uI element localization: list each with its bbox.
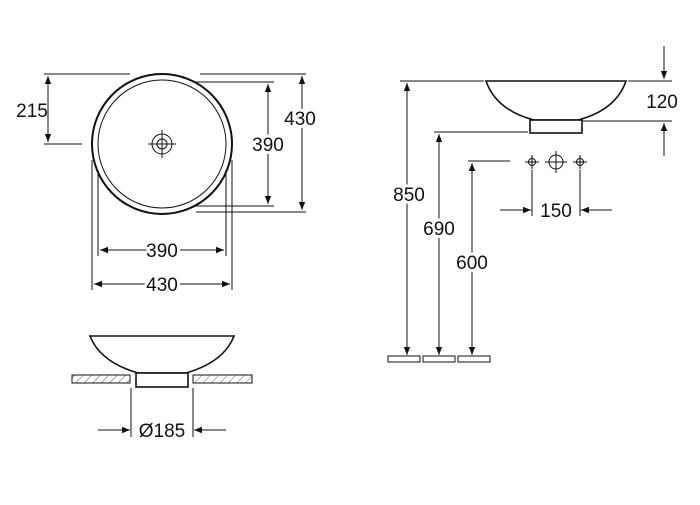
dim-label-120: 120: [646, 92, 678, 113]
floor-block-1: [387, 355, 421, 363]
tap-connection-symbols: [468, 151, 587, 173]
dim-label-690: 690: [423, 219, 455, 240]
dim-label-185: Ø185: [139, 421, 185, 442]
basin-elevation: [88, 335, 236, 374]
dim-label-390-h: 390: [146, 241, 178, 262]
basin-side-foot: [529, 119, 583, 134]
basin-inner-rim: [97, 79, 227, 209]
basin-outer-rim: [91, 73, 233, 215]
basin-foot: [135, 372, 189, 388]
side-view: 120 150 850 690 600: [387, 46, 678, 363]
dim-label-430-h: 430: [146, 275, 178, 296]
front-elevation: Ø185: [71, 335, 253, 445]
dim-label-430-v: 430: [284, 109, 316, 130]
dim-label-215: 215: [16, 101, 48, 122]
countertop-right: [192, 374, 253, 384]
dim-label-600: 600: [456, 253, 488, 274]
floor-block-2: [422, 355, 456, 363]
dim-label-150: 150: [540, 201, 572, 222]
dim-label-850: 850: [393, 185, 425, 206]
dim-label-390-v: 390: [252, 135, 284, 156]
plan-view: 215 390 430 390 430: [16, 73, 319, 299]
basin-side: [484, 80, 628, 121]
countertop-left: [71, 374, 131, 384]
floor-block-3: [457, 355, 491, 363]
